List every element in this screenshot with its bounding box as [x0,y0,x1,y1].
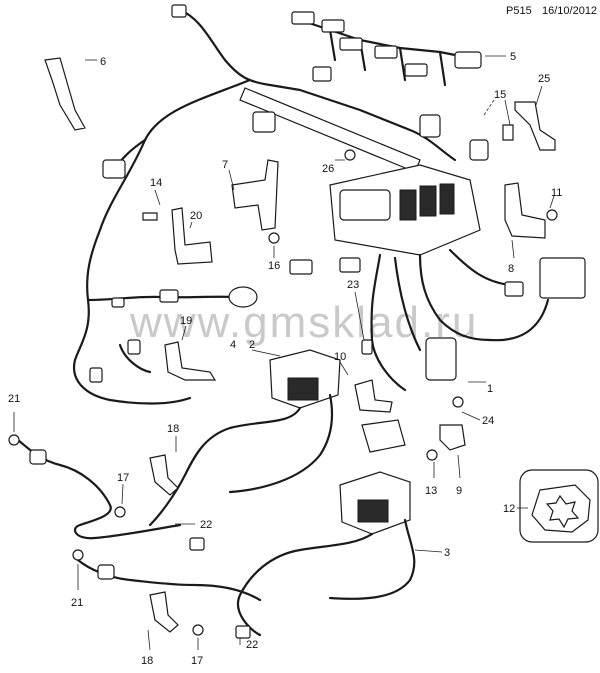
callout-8: 8 [508,263,514,275]
left-lower-cables [8,434,262,639]
callout-11: 11 [551,187,562,199]
nut-24 [452,396,464,408]
bracket-8 [504,182,546,239]
callout-22-upper: 22 [200,519,212,531]
callout-20: 20 [190,210,202,222]
nut-17-upper [114,506,126,518]
bracket-10 [354,379,393,413]
page-date: 16/10/2012 [542,5,598,17]
center-junction-block [289,114,586,392]
bracket-9 [439,424,466,451]
relay-box-3 [237,471,416,637]
callout-19: 19 [180,315,192,327]
callout-3: 3 [444,547,450,559]
callout-21-upper: 21 [8,393,20,405]
callout-9: 9 [456,485,462,497]
callout-12: 12 [503,503,515,515]
callout-4: 4 [230,339,236,351]
relay-box-2 [148,349,341,527]
callout-23: 23 [347,279,359,291]
callout-21-lower: 21 [71,597,83,609]
callout-26: 26 [322,163,334,175]
callout-6: 6 [100,56,106,68]
bolt-13 [426,449,438,461]
bracket-20 [171,207,213,265]
callout-16: 16 [268,260,280,272]
fitting-23 [361,339,373,355]
nut-17-lower [192,624,204,636]
callout-25: 25 [538,73,550,85]
bracket-18-upper [149,454,179,496]
callout-22-lower: 22 [246,639,258,651]
bracket-6 [44,57,86,131]
nut-16 [268,232,280,244]
bolt-15 [502,124,514,141]
callout-10: 10 [334,351,346,363]
callout-24: 24 [482,415,494,427]
callout-5: 5 [510,51,516,63]
callout-13: 13 [425,485,437,497]
callout-15: 15 [494,89,506,101]
callout-7: 7 [222,159,228,171]
bracket-7 [231,159,279,231]
callout-1: 1 [487,383,493,395]
connector-block [361,419,406,453]
page-code: P515 [506,5,532,17]
bracket-25 [514,101,556,151]
callout-2: 2 [249,339,255,351]
callout-17-lower: 17 [191,655,203,667]
left-harness-loop [72,78,258,405]
watermark: www.gmsklad.ru [129,298,478,347]
bracket-18-lower [149,591,179,633]
engine-harness-top [171,4,482,173]
bolt-14 [142,212,158,221]
callout-18-lower: 18 [141,655,153,667]
callout-labels: 1 2 3 4 5 6 7 8 9 10 11 12 13 14 15 16 1… [8,51,562,667]
nut-11 [546,209,558,221]
callout-17-upper: 17 [117,472,129,484]
callout-14: 14 [150,177,162,189]
bracket-19 [164,341,217,381]
leader-lines [13,55,555,651]
nut-26 [344,149,356,161]
callout-18-upper: 18 [167,423,179,435]
torx-bolt-12-inset [519,469,599,543]
